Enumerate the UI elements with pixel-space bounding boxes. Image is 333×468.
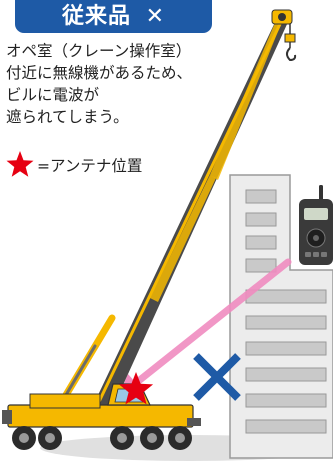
antenna-star-icon [118,372,154,405]
description-text: オペ室（クレーン操作室） 付近に無線機があるため、 ビルに電波が 遮られてしまう… [6,40,246,128]
description-line: 遮られてしまう。 [6,108,129,126]
crane-wheels [12,426,192,450]
building [229,174,333,459]
description-line: オペ室（クレーン操作室） [6,42,192,60]
description-line: ビルに電波が [6,86,100,104]
banner-cross-icon: ✕ [145,4,166,29]
description-line: 付近に無線機があるため、 [6,64,193,82]
radio-icon [299,185,333,265]
legend: =アンテナ位置 [5,150,142,180]
blocked-cross-icon [193,353,241,401]
legend-label: =アンテナ位置 [37,157,143,175]
legend-star-icon [6,151,34,177]
banner-title: 従来品 ✕ [15,0,212,33]
banner-label: 従来品 [61,4,131,29]
crane-boom [90,9,297,418]
